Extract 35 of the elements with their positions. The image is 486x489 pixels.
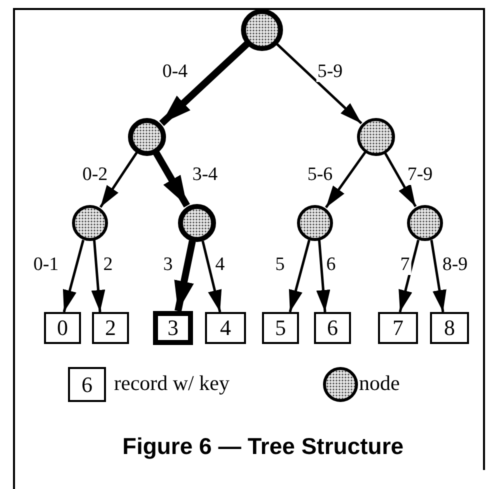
record-box: 4	[205, 312, 246, 344]
arrow	[288, 240, 310, 312]
record-box: 6	[314, 312, 351, 344]
arrow	[430, 240, 446, 312]
record-box: 8	[430, 312, 469, 344]
arrow	[398, 240, 420, 312]
legend-record-box: 6	[68, 367, 106, 402]
arrow	[159, 41, 250, 126]
arrow	[324, 150, 367, 208]
tree-node-circle	[72, 205, 108, 241]
tree-node-circle	[357, 118, 395, 156]
arrow	[91, 240, 106, 312]
record-box: 7	[378, 312, 418, 344]
arrow	[384, 152, 417, 208]
record-box: 3	[153, 311, 193, 345]
edge-label: 5-9	[316, 62, 344, 82]
tree-node-circle	[241, 9, 283, 51]
legend-text: record w/ key	[114, 371, 230, 396]
record-box: 0	[44, 312, 81, 344]
tree-node-circle	[407, 205, 443, 241]
edge-label: 7	[399, 255, 411, 275]
legend-text: node	[359, 371, 400, 396]
record-box: 5	[262, 312, 299, 344]
arrow	[153, 150, 190, 208]
arrow	[316, 240, 330, 312]
arrow	[174, 240, 196, 312]
arrow	[62, 240, 84, 312]
tree-node-circle	[128, 118, 166, 156]
arrow	[99, 151, 138, 208]
record-box: 2	[92, 312, 129, 344]
arrow	[202, 240, 222, 312]
edge-label: 7-9	[406, 165, 434, 185]
tree-node-circle	[297, 205, 333, 241]
caption: Figure 6 — Tree Structure	[121, 432, 405, 460]
arrow	[276, 42, 362, 124]
